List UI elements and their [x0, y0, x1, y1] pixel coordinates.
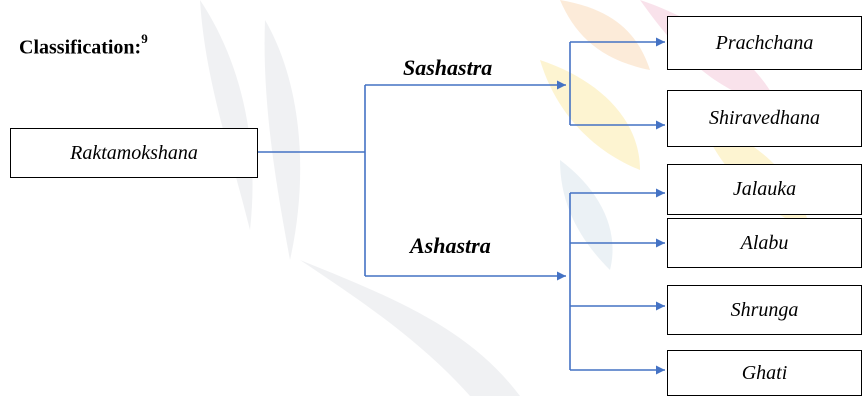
leaf-label: Prachchana — [715, 31, 814, 54]
footnote-ref: 9 — [141, 31, 148, 46]
root-label: Raktamokshana — [70, 141, 198, 164]
heading-text: Classification: — [19, 36, 142, 59]
leaf-node-prachchana: Prachchana — [667, 16, 862, 70]
leaf-node-ghati: Ghati — [667, 350, 862, 396]
classification-heading: Classification:9 — [19, 31, 148, 60]
leaf-label: Shiravedhana — [708, 107, 821, 129]
leaf-node-shiravedhana: Shiravedhana — [667, 90, 862, 147]
leaf-node-alabu: Alabu — [667, 218, 862, 268]
leaf-label: Shrunga — [730, 298, 799, 321]
leaf-label: Jalauka — [732, 178, 797, 200]
leaf-node-shrunga: Shrunga — [667, 285, 862, 335]
branch-label-ashastra: Ashastra — [410, 233, 491, 258]
branch-label-sashastra: Sashastra — [403, 55, 493, 80]
root-node-raktamokshana: Raktamokshana — [10, 128, 258, 178]
leaf-label: Alabu — [740, 231, 789, 254]
leaf-node-jalauka: Jalauka — [667, 164, 862, 215]
leaf-label: Ghati — [741, 361, 788, 384]
